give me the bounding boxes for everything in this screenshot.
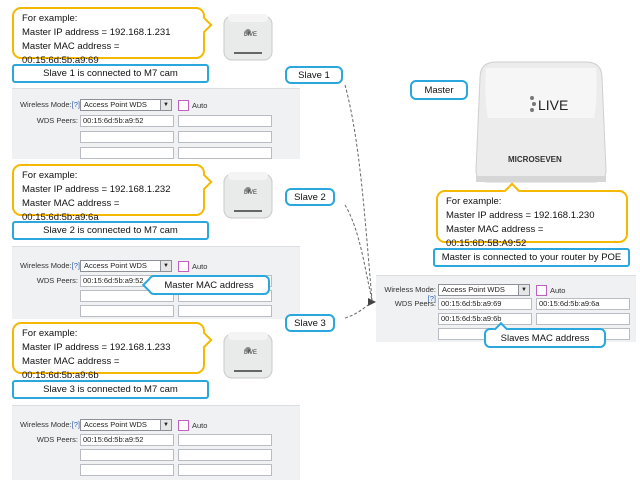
slave2-ip-line: Master IP address = 192.168.1.232 (22, 184, 171, 195)
slave2-banner: Slave 2 is connected to M7 cam (12, 221, 209, 240)
chevron-down-icon: ▼ (160, 100, 171, 110)
slave3-example-callout: For example: Master IP address = 192.168… (12, 322, 213, 381)
wds-peer-3-input[interactable] (80, 449, 174, 461)
master-mac-annotation-text: Master MAC address (164, 279, 254, 291)
wds-peer-5-input[interactable] (80, 305, 174, 317)
slave2-connector (344, 204, 373, 301)
slave3-connector (344, 301, 373, 319)
auto-label: Auto (192, 101, 208, 110)
auto-checkbox[interactable] (178, 100, 189, 111)
help-link[interactable]: [?] (71, 100, 80, 109)
auto-label: Auto (192, 421, 208, 430)
auto-checkbox[interactable] (178, 420, 189, 431)
slave3-device-image: LIVE (223, 332, 273, 379)
wds-peer-4-input[interactable] (178, 131, 272, 143)
slave1-example-title: For example: (22, 13, 78, 24)
auto-label: Auto (550, 286, 566, 295)
slave3-banner: Slave 3 is connected to M7 cam (12, 380, 209, 399)
chevron-down-icon: ▼ (160, 420, 171, 430)
svg-text:LIVE: LIVE (244, 32, 257, 38)
chevron-down-icon: ▼ (160, 261, 171, 271)
master-tag: Master (410, 80, 468, 100)
slave2-tag: Slave 2 (285, 188, 335, 206)
master-wds-form: Wireless Mode:[?] Access Point WDS▼ Auto… (376, 275, 636, 342)
slave2-example-callout: For example: Master IP address = 192.168… (12, 164, 213, 223)
wds-peers-label: WDS Peers: (36, 276, 78, 285)
wds-peers-label: WDS Peers: (394, 299, 436, 308)
slave2-mac-line: Master MAC address = 00:15:6d:5b:a9:6a (22, 198, 120, 223)
master-tag-text: Master (424, 84, 454, 96)
wds-peer-1-input[interactable]: 00:15:6d:5b:a9:52 (80, 115, 174, 127)
wds-peer-3-input[interactable] (80, 131, 174, 143)
master-device-brand: LIVE (538, 97, 568, 113)
slave3-mac-line: Master MAC address = 00:15:6d:5b:a9:6b (22, 356, 120, 381)
slave1-connector (344, 84, 373, 301)
slaves-mac-annotation-text: Slaves MAC address (500, 332, 590, 344)
wds-peer-5-input[interactable] (80, 464, 174, 476)
auto-checkbox[interactable] (178, 261, 189, 272)
wds-peer-5-input[interactable] (80, 147, 174, 159)
svg-text:LIVE: LIVE (244, 350, 257, 356)
wireless-mode-select[interactable]: Access Point WDS▼ (80, 99, 172, 111)
wds-peer-2-input[interactable] (178, 115, 272, 127)
wireless-mode-select[interactable]: Access Point WDS▼ (80, 419, 172, 431)
help-link[interactable]: [?] (71, 261, 80, 270)
wds-peer-4-input[interactable] (536, 313, 630, 325)
master-device-image: LIVE MICROSEVEN (475, 61, 607, 183)
slave1-tag: Slave 1 (285, 66, 343, 84)
help-link[interactable]: [?] (427, 294, 436, 303)
master-example-title: For example: (446, 196, 502, 207)
slave1-device-image: LIVE (223, 14, 273, 61)
wireless-mode-label: Wireless Mode:[?] (384, 285, 436, 303)
wds-peer-6-input[interactable] (178, 464, 272, 476)
svg-text:LIVE: LIVE (244, 190, 257, 196)
slave2-tag-text: Slave 2 (294, 191, 326, 203)
wireless-mode-select[interactable]: Access Point WDS▼ (80, 260, 172, 272)
slave3-ip-line: Master IP address = 192.168.1.233 (22, 342, 171, 353)
wds-peer-1-input[interactable]: 00:15:6d:5b:a9:69 (438, 298, 532, 310)
slave2-example-title: For example: (22, 170, 78, 181)
wds-peers-label: WDS Peers: (36, 435, 78, 444)
slaves-mac-annotation: Slaves MAC address (484, 321, 606, 348)
wds-peer-2-input[interactable]: 00:15:6d:5b:a9:6a (536, 298, 630, 310)
slave3-tag-text: Slave 3 (294, 317, 326, 329)
auto-checkbox[interactable] (536, 285, 547, 296)
slave1-ip-line: Master IP address = 192.168.1.231 (22, 27, 171, 38)
slave2-device-image: LIVE (223, 172, 273, 219)
wds-peer-6-input[interactable] (178, 147, 272, 159)
help-link[interactable]: [?] (71, 420, 80, 429)
master-device-maker: MICROSEVEN (508, 155, 562, 164)
slave3-wds-form: Wireless Mode:[?] Access Point WDS▼ Auto… (12, 405, 300, 480)
master-mac-line: Master MAC address = 00:15:6D:5B:A9:52 (446, 224, 544, 249)
wds-peer-6-input[interactable] (178, 305, 272, 317)
master-ip-line: Master IP address = 192.168.1.230 (446, 210, 595, 221)
master-banner: Master is connected to your router by PO… (433, 248, 630, 267)
auto-label: Auto (192, 262, 208, 271)
wds-peer-1-input[interactable]: 00:15:6d:5b:a9:52 (80, 434, 174, 446)
chevron-down-icon: ▼ (518, 285, 529, 295)
master-mac-annotation: Master MAC address (141, 275, 270, 295)
wds-peer-4-input[interactable] (178, 449, 272, 461)
slave3-tag: Slave 3 (285, 314, 335, 332)
wireless-mode-label: Wireless Mode:[?] (19, 261, 80, 270)
wds-peers-label: WDS Peers: (36, 116, 78, 125)
slave1-banner: Slave 1 is connected to M7 cam (12, 64, 209, 83)
master-example-callout: For example: Master IP address = 192.168… (436, 182, 628, 249)
slave1-example-callout: For example: Master IP address = 192.168… (12, 7, 213, 66)
slave1-wds-form: Wireless Mode:[?] Access Point WDS▼ Auto… (12, 88, 300, 159)
wireless-mode-label: Wireless Mode:[?] (19, 100, 80, 109)
wds-peer-2-input[interactable] (178, 434, 272, 446)
wireless-mode-select[interactable]: Access Point WDS▼ (438, 284, 530, 296)
wireless-mode-label: Wireless Mode:[?] (19, 420, 80, 429)
slave3-example-title: For example: (22, 328, 78, 339)
slave1-mac-line: Master MAC address = 00:15:6d:5b:a9:69 (22, 41, 120, 66)
connector-junction-arrow (368, 298, 376, 306)
slave1-tag-text: Slave 1 (298, 69, 330, 81)
wds-peer-3-input[interactable]: 00:15:6d:5b:a9:6b (438, 313, 532, 325)
